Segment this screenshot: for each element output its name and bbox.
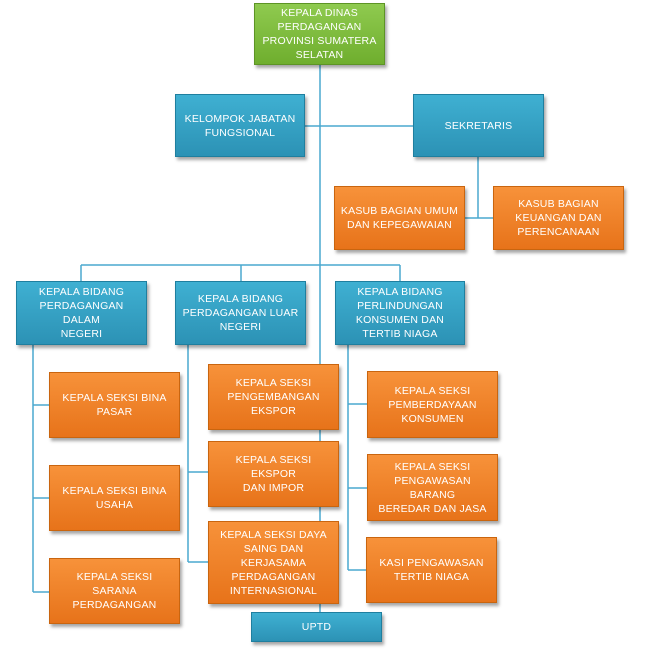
section-consumer-empowerment-box: KEPALA SEKSI PEMBERDAYAAN KONSUMEN bbox=[367, 371, 498, 438]
uptd-box: UPTD bbox=[251, 612, 382, 642]
section-export-import-box: KEPALA SEKSI EKSPOR DAN IMPOR bbox=[208, 441, 339, 507]
division-foreign-trade-box: KEPALA BIDANG PERDAGANGAN LUAR NEGERI bbox=[175, 281, 306, 345]
secretary-box: SEKRETARIS bbox=[413, 94, 544, 157]
head-of-agency-box: KEPALA DINAS PERDAGANGAN PROVINSI SUMATE… bbox=[254, 3, 385, 65]
division-consumer-protection-box: KEPALA BIDANG PERLINDUNGAN KONSUMEN DAN … bbox=[335, 281, 465, 345]
section-trade-order-supervision-box: KASI PENGAWASAN TERTIB NIAGA bbox=[366, 537, 497, 603]
section-competitiveness-box: KEPALA SEKSI DAYA SAING DAN KERJASAMA PE… bbox=[208, 521, 339, 604]
section-goods-supervision-box: KEPALA SEKSI PENGAWASAN BARANG BEREDAR D… bbox=[367, 454, 498, 521]
section-business-development-box: KEPALA SEKSI BINA USAHA bbox=[49, 465, 180, 531]
section-trade-facilities-box: KEPALA SEKSI SARANA PERDAGANGAN bbox=[49, 558, 180, 624]
section-export-development-box: KEPALA SEKSI PENGEMBANGAN EKSPOR bbox=[208, 364, 339, 430]
division-domestic-trade-box: KEPALA BIDANG PERDAGANGAN DALAM NEGERI bbox=[16, 281, 147, 345]
section-market-development-box: KEPALA SEKSI BINA PASAR bbox=[49, 372, 180, 438]
sub-finance-planning-box: KASUB BAGIAN KEUANGAN DAN PERENCANAAN bbox=[493, 186, 624, 250]
sub-general-staffing-box: KASUB BAGIAN UMUM DAN KEPEGAWAIAN bbox=[334, 186, 465, 250]
functional-group-box: KELOMPOK JABATAN FUNGSIONAL bbox=[175, 94, 305, 157]
